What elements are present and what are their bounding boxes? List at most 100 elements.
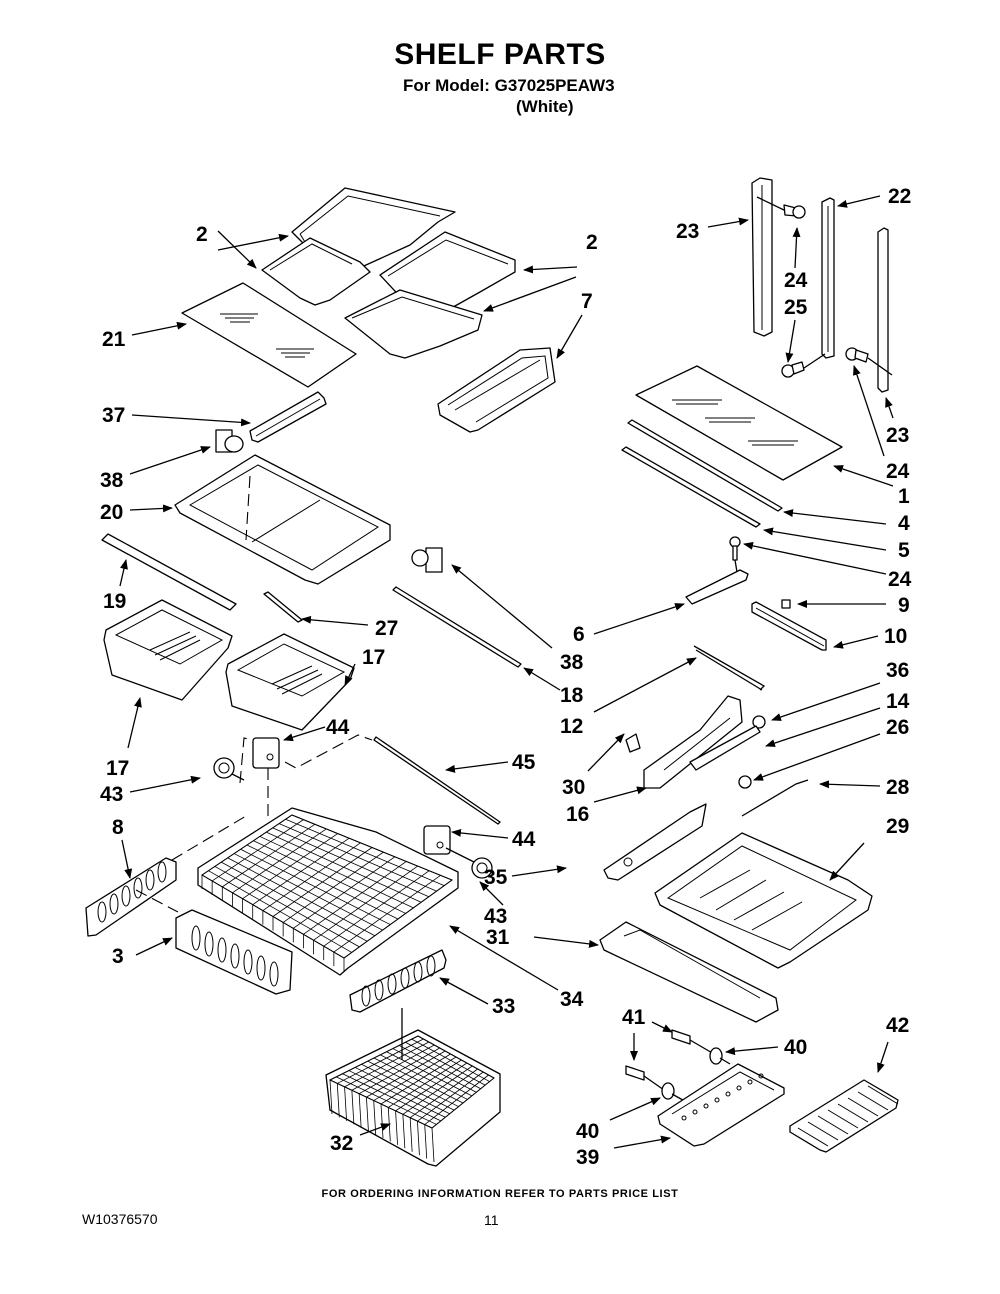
callout-19: 19 <box>103 590 126 613</box>
wire-line <box>392 1048 477 1093</box>
bin-hole <box>725 1091 731 1097</box>
bin-hole <box>736 1085 742 1091</box>
panel-slot <box>97 901 107 923</box>
part-36-screw <box>752 715 766 729</box>
model-number: For Model: G37025PEAW3 <box>403 76 615 95</box>
part-41-screw <box>671 1029 715 1055</box>
part-5-trim-strip <box>621 446 761 528</box>
callout-37: 37 <box>102 404 125 427</box>
part-28-wire <box>741 779 809 817</box>
bin-hole <box>747 1079 753 1085</box>
callout-25: 25 <box>784 296 808 319</box>
wire-line <box>395 1110 398 1145</box>
wire-line <box>424 1074 489 1125</box>
part-19-trim-strip <box>101 533 237 611</box>
part-45-rod <box>373 736 501 825</box>
part-14-slide <box>689 725 761 771</box>
bin-hole <box>692 1109 698 1115</box>
tray-divider <box>807 1121 839 1141</box>
part-17-crisper-drawer <box>225 633 355 731</box>
callout-17: 17 <box>362 646 385 669</box>
panel-slot <box>121 885 131 907</box>
callout-38: 38 <box>560 651 584 674</box>
part-1-glass-shelf <box>635 365 843 481</box>
wire-line <box>303 861 407 935</box>
wire-line <box>329 1079 333 1115</box>
panel-slot <box>217 937 227 963</box>
callout-41: 41 <box>622 1006 646 1029</box>
wire-line <box>272 827 430 898</box>
part-44-bracket <box>252 737 280 769</box>
part-23-rail <box>877 227 889 393</box>
wire-line <box>333 875 441 953</box>
part-7-tray <box>437 347 556 433</box>
wire-line <box>313 865 418 941</box>
part-3-panel <box>175 909 293 995</box>
callout-26: 26 <box>886 716 909 739</box>
part-12-rod <box>693 645 766 691</box>
callout-labels: 2 2 21 7 37 38 20 19 27 17 17 38 18 6 23… <box>100 185 912 1169</box>
part-38-cap <box>215 429 244 453</box>
part-38-cap <box>411 547 443 573</box>
panel-slot <box>109 893 119 915</box>
wire-line <box>417 1121 420 1156</box>
panel-slot <box>204 931 214 957</box>
part-37-slide-rail <box>249 391 327 443</box>
part-26-screw <box>738 775 752 789</box>
callout-23: 23 <box>676 220 699 243</box>
callout-24: 24 <box>784 269 808 292</box>
wire-line <box>380 1054 468 1100</box>
panel-slot <box>230 943 240 969</box>
callout-39: 39 <box>576 1146 599 1169</box>
assembly-line <box>284 734 373 769</box>
part-34-wire-basket <box>197 807 459 976</box>
wire-line <box>259 836 414 909</box>
callout-28: 28 <box>886 776 910 799</box>
part-10-rail <box>751 601 827 651</box>
tray-divider <box>827 1109 859 1129</box>
leader-lines <box>119 195 894 1149</box>
wire-line <box>336 1083 340 1118</box>
assembly-line <box>171 815 247 861</box>
tray-divider <box>797 1127 829 1147</box>
wire-line <box>398 1045 481 1090</box>
wire-line <box>253 840 406 914</box>
wire-line <box>402 1114 406 1149</box>
part-24-screw <box>729 536 741 573</box>
callout-38: 38 <box>100 469 124 492</box>
callout-44: 44 <box>512 828 536 851</box>
part-8-panel <box>85 857 177 937</box>
wire-line <box>366 1097 369 1132</box>
page-title: SHELF PARTS <box>394 38 606 71</box>
callout-42: 42 <box>886 1014 909 1037</box>
callout-24: 24 <box>886 460 910 483</box>
callout-14: 14 <box>886 690 910 713</box>
assembly-line <box>239 737 253 784</box>
callout-22: 22 <box>888 185 911 208</box>
part-21-glass-shelf <box>181 282 357 388</box>
callout-34: 34 <box>560 988 584 1011</box>
document-number: W10376570 <box>82 1211 158 1227</box>
wire-line <box>282 851 384 923</box>
callout-2: 2 <box>196 223 208 246</box>
callout-16: 16 <box>566 803 589 826</box>
assembly-line <box>135 889 179 913</box>
ordering-note: FOR ORDERING INFORMATION REFER TO PARTS … <box>321 1188 679 1200</box>
callout-36: 36 <box>886 659 909 682</box>
wire-line <box>431 1077 495 1129</box>
panel-slot <box>269 961 279 987</box>
part-2-shelf-frame <box>261 237 371 306</box>
callout-23: 23 <box>886 424 909 447</box>
wire-line <box>424 1124 428 1159</box>
part-33-panel <box>349 949 447 1013</box>
callout-43: 43 <box>100 783 123 806</box>
color-variant: (White) <box>516 97 574 116</box>
wire-line <box>358 1093 362 1128</box>
callout-17: 17 <box>106 757 129 780</box>
part-22-rail <box>821 197 835 359</box>
bin-hole <box>681 1115 687 1121</box>
panel-slot <box>145 869 155 891</box>
callout-24: 24 <box>888 568 912 591</box>
panel-slot <box>400 967 410 989</box>
part-30-clip <box>625 733 641 753</box>
